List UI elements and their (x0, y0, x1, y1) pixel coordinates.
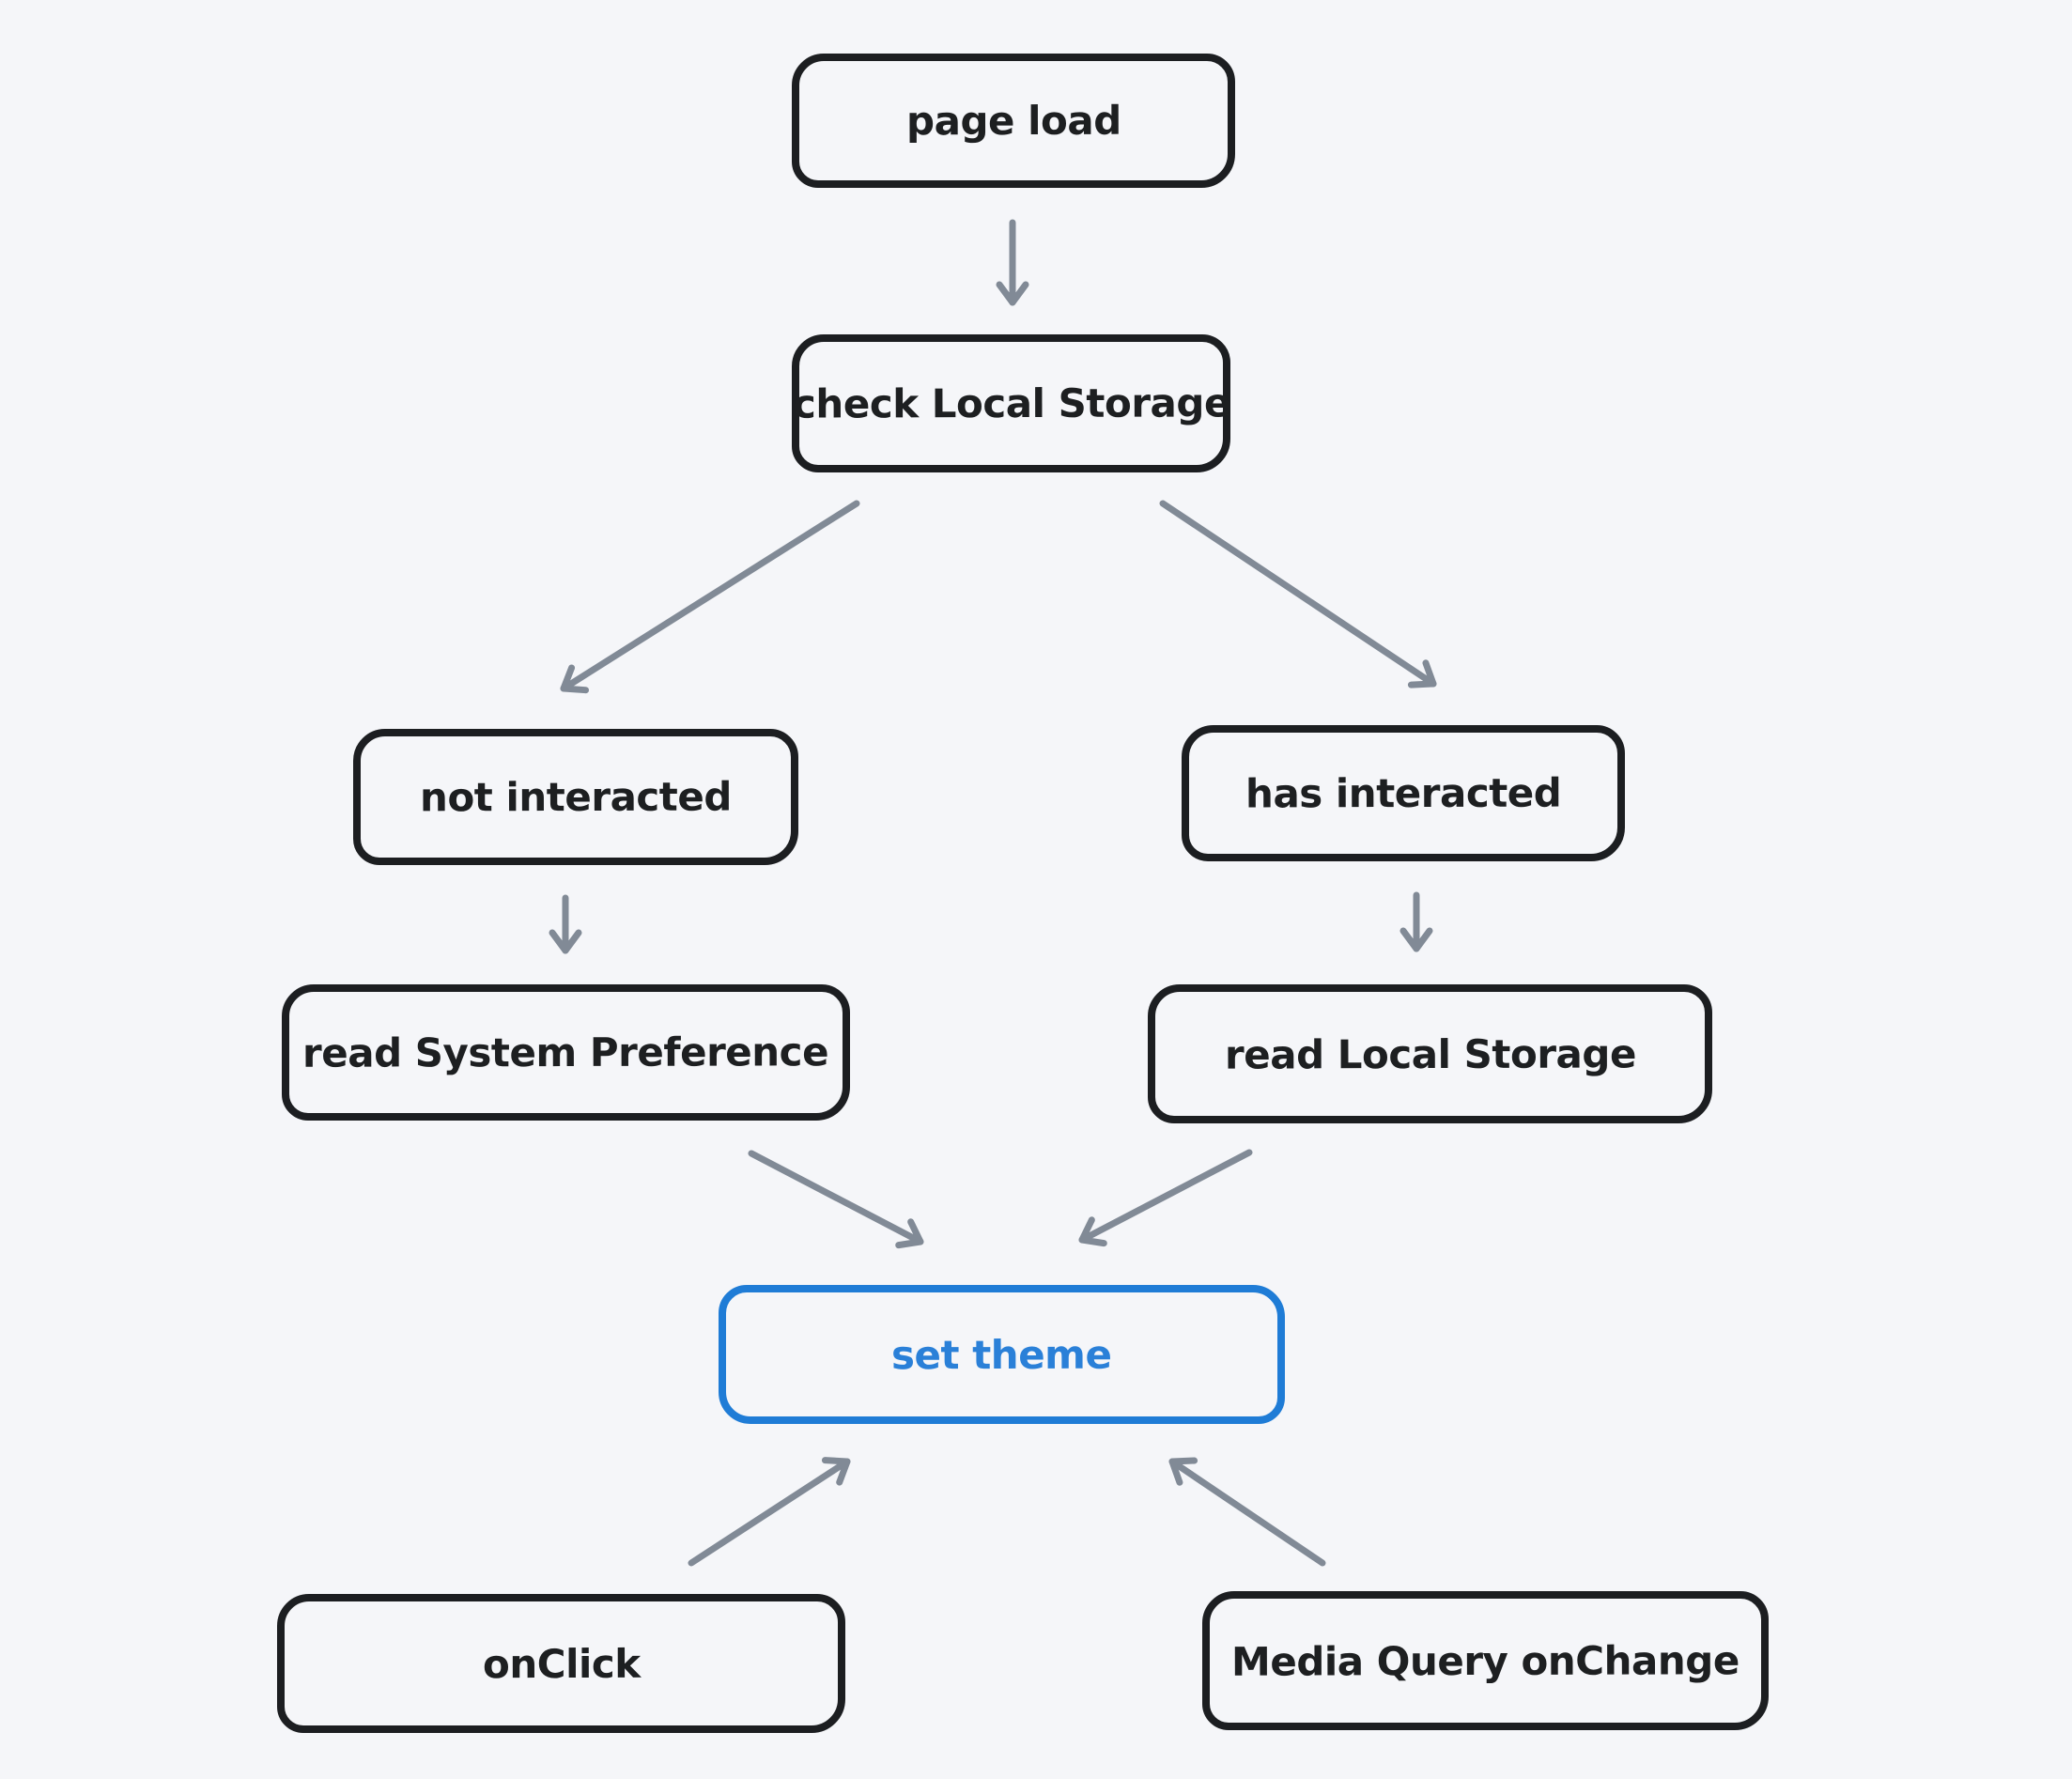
edge-check-local-storage-to-has-interacted (1159, 500, 1437, 688)
edge-read-local-storage-to-set-theme (1078, 1149, 1253, 1247)
edge-onclick-to-set-theme (688, 1457, 851, 1567)
node-check-local-storage-label: check Local Storage (792, 379, 1230, 427)
node-not-interacted-label: not interacted (419, 773, 733, 821)
node-check-local-storage: check Local Storage (792, 334, 1230, 472)
node-read-local-storage: read Local Storage (1148, 984, 1712, 1123)
node-page-load: page load (792, 54, 1235, 188)
node-read-local-storage-label: read Local Storage (1224, 1029, 1636, 1078)
node-onclick-label: onClick (482, 1640, 641, 1687)
node-not-interacted: not interacted (353, 729, 798, 865)
node-onclick: onClick (277, 1594, 845, 1733)
node-read-system-preference-label: read System Preference (302, 1029, 829, 1076)
node-page-load-label: page load (905, 97, 1121, 145)
node-set-theme-label: set theme (891, 1331, 1112, 1378)
node-media-query-onchange: Media Query onChange (1202, 1591, 1769, 1730)
edge-media-query-onchange-to-set-theme (1168, 1457, 1326, 1567)
node-set-theme: set theme (719, 1285, 1285, 1424)
edge-check-local-storage-to-not-interacted (560, 500, 860, 694)
node-has-interacted-label: has interacted (1245, 769, 1562, 817)
node-has-interacted: has interacted (1182, 725, 1625, 861)
node-read-system-preference: read System Preference (282, 984, 850, 1121)
node-media-query-onchange-label: Media Query onChange (1231, 1636, 1740, 1685)
edge-read-system-preference-to-set-theme (748, 1150, 924, 1249)
